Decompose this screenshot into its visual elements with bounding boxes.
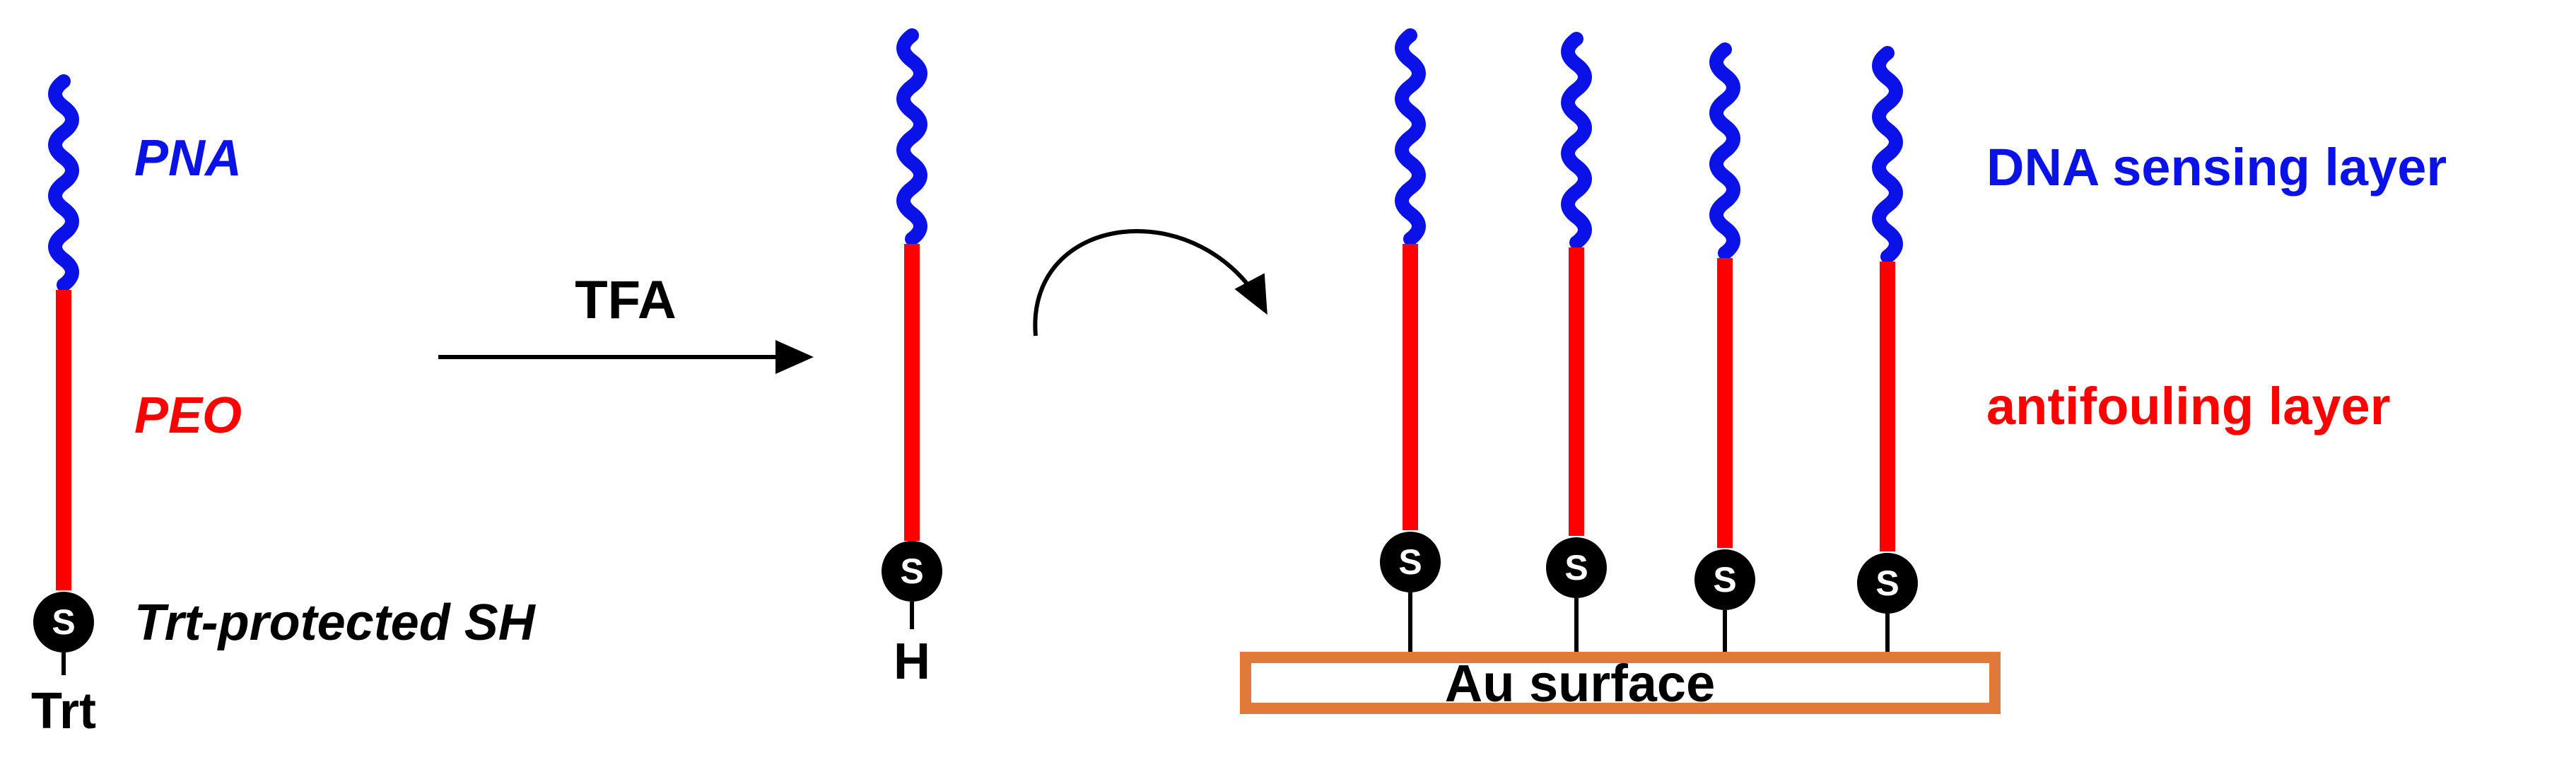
surface-strand: S <box>1694 42 1755 652</box>
curved-arrow <box>1033 229 1267 337</box>
molecule-protected: S Trt PNA PEO Trt-protected SH <box>31 74 537 739</box>
molecule-deprotected: S H <box>882 28 942 690</box>
sulfur-atom: S <box>33 592 94 653</box>
reaction-arrow: TFA <box>438 270 814 374</box>
curved-arrow-path <box>1033 229 1267 337</box>
au-surface-label: Au surface <box>1445 654 1715 713</box>
reagent-label: TFA <box>575 270 677 330</box>
surface-strand: S <box>1380 28 1441 652</box>
sulfur-atom: S <box>1546 537 1607 598</box>
pna-label: PNA <box>134 130 242 187</box>
pna-coil <box>1395 28 1426 246</box>
pna-coil <box>896 28 927 246</box>
svg-text:S: S <box>900 551 923 591</box>
h-label: H <box>894 633 930 690</box>
sulfur-atom: S <box>1380 532 1441 592</box>
protected-sh-label: Trt-protected SH <box>134 595 537 651</box>
pna-coil <box>48 74 79 292</box>
surface-strand: S <box>1857 46 1918 652</box>
svg-text:S: S <box>1875 563 1899 603</box>
au-surface-bar <box>1240 652 2001 714</box>
svg-text:S: S <box>52 602 75 642</box>
trt-label: Trt <box>31 683 96 739</box>
sulfur-atom: S <box>882 541 942 602</box>
svg-text:S: S <box>1564 548 1588 587</box>
antifouling-layer-label: antifouling layer <box>1986 377 2391 435</box>
dna-sensing-layer-label: DNA sensing layer <box>1986 138 2447 197</box>
immobilized-array: Au surface S S <box>1240 28 2447 714</box>
svg-text:S: S <box>1398 542 1422 582</box>
sulfur-atom: S <box>1857 553 1918 614</box>
pna-coil <box>1709 42 1740 260</box>
surface-strand: S <box>1546 32 1607 652</box>
svg-text:S: S <box>1713 560 1736 600</box>
peo-label: PEO <box>134 387 242 444</box>
pna-coil <box>1561 32 1592 250</box>
pna-coil <box>1872 46 1903 264</box>
sulfur-atom: S <box>1694 549 1755 610</box>
